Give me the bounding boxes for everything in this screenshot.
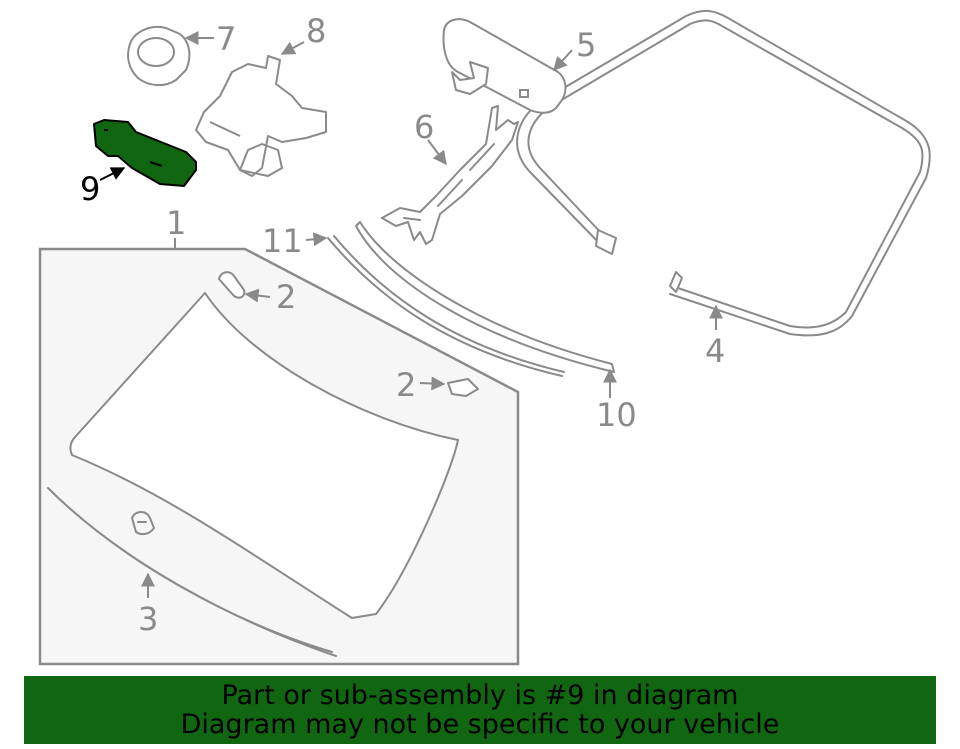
rearview-mirror-part-5 [442,18,567,114]
callout-9: 9 [80,170,100,208]
banner-line-1: Part or sub-assembly is #9 in diagram [221,680,739,711]
callout-1: 1 [166,204,186,242]
glass-bracket [131,511,155,536]
callout-2-upper: 2 [276,278,296,316]
callout-2-lower: 2 [396,366,416,404]
weatherstrip-end-cap-2 [669,271,683,293]
pad-part-2-upper [218,271,246,299]
callout-7: 7 [216,20,236,58]
callout-8: 8 [306,12,326,50]
sensor-lens [137,37,175,67]
part-9-highlighted [93,119,197,187]
leader-2-upper [244,288,271,303]
weatherstrip-part-4 [516,10,931,337]
callout-4: 4 [705,332,725,370]
info-banner: Part or sub-assembly is #9 in diagram Di… [24,676,936,744]
mirror-stem [451,61,489,95]
callout-11: 11 [262,222,303,260]
pad-part-2-lower [447,378,479,397]
weatherstrip-end-cap [595,229,617,255]
callout-5: 5 [576,26,596,64]
sensor-part-7 [127,26,191,86]
callout-10: 10 [596,396,637,434]
mirror-sensor-window [519,89,529,98]
leader-6 [427,139,447,166]
callout-3: 3 [138,600,158,638]
leader-11 [305,232,328,247]
leader-8 [280,41,305,55]
mirror-bracket-part-6 [381,105,519,245]
windshield-glass [69,292,459,619]
leader-9 [99,167,126,181]
leader-2-lower [419,376,446,391]
camera-bracket-part-8 [195,55,327,177]
molding-part-11 [327,235,565,377]
lower-molding-part-3 [47,487,337,657]
leader-5 [553,49,573,72]
callout-6: 6 [414,108,434,146]
banner-line-2: Diagram may not be specific to your vehi… [180,709,780,740]
